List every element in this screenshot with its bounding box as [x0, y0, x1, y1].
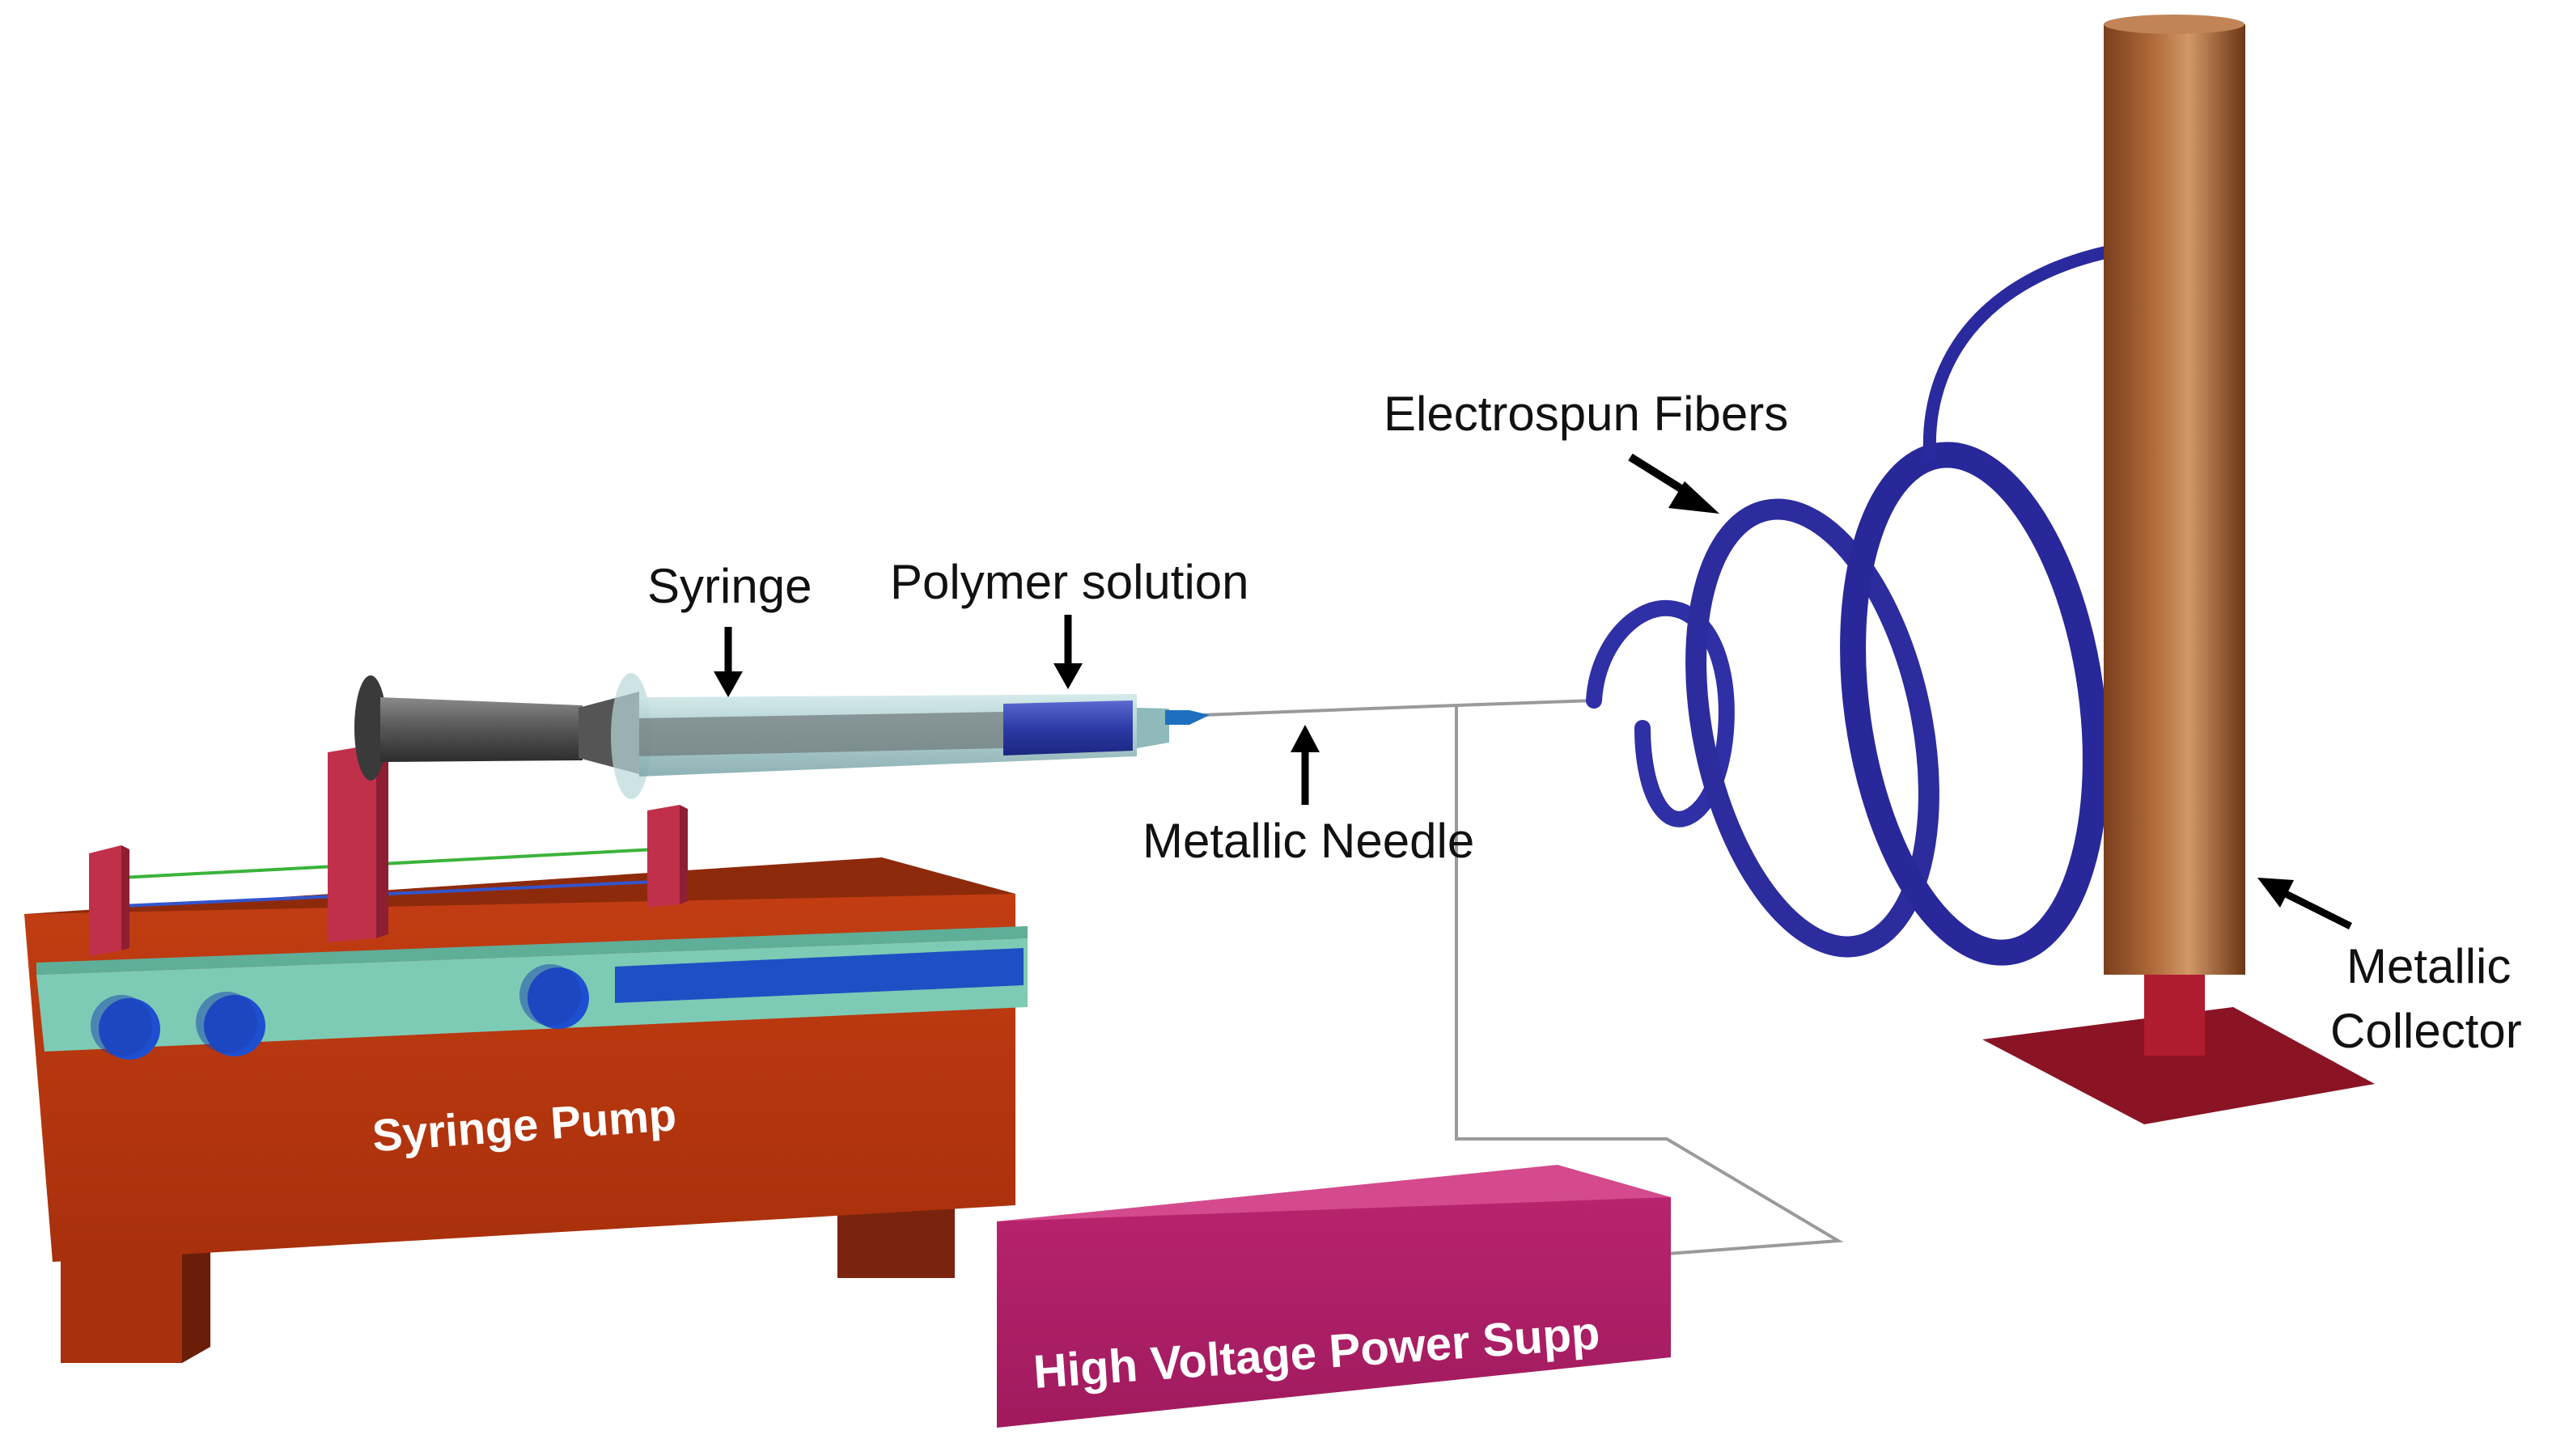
electrical-wires: [1201, 699, 1844, 1255]
pump-leg-left: [61, 1230, 182, 1363]
polymer-solution: [1003, 700, 1133, 756]
electrospun-fibers: [1586, 240, 2143, 966]
plunger-rod: [380, 697, 583, 762]
polymer-solution-label: Polymer solution: [890, 555, 1249, 609]
pump-slider-bar: [615, 948, 1024, 1003]
pump-bracket-middle-side: [376, 744, 388, 938]
syringe-label: Syringe: [647, 559, 812, 613]
pump-bracket-middle: [328, 744, 376, 942]
fiber-coil-medium: [1685, 498, 1939, 958]
metallic-collector-label-line1: Metallic: [2346, 939, 2511, 993]
plunger-inner: [639, 712, 1003, 756]
pump-knob-2: [196, 992, 265, 1056]
pump-bracket-right-side: [680, 805, 688, 904]
electrospun-fibers-label: Electrospun Fibers: [1384, 387, 1788, 441]
pump-bracket-left-side: [121, 845, 129, 950]
fiber-to-collector: [1922, 240, 2143, 459]
wire-needle-to-fiber: [1201, 699, 1595, 717]
metallic-needle-arrow: [1291, 725, 1320, 805]
pump-strip-top: [36, 926, 1028, 975]
fiber-coil-small: [1586, 599, 1735, 827]
power-supply: High Voltage Power Supp: [997, 1165, 1671, 1428]
plunger-flange: [354, 675, 387, 781]
polymer-solution-arrow: [1053, 615, 1083, 689]
metallic-collector-label-line2: Collector: [2330, 1004, 2522, 1058]
syringe: [354, 673, 1210, 799]
annotation-arrows: [714, 453, 2353, 930]
metallic-needle-label: Metallic Needle: [1142, 814, 1474, 868]
collector-post: [2144, 967, 2205, 1056]
metallic-collector-arrow: [2257, 878, 2353, 930]
wire-to-power-supply: [1455, 705, 1844, 1255]
metallic-collector: [1982, 15, 2375, 1124]
fiber-coil-large: [1840, 442, 2109, 966]
pump-bracket-left: [89, 845, 121, 956]
syringe-tip: [1137, 708, 1169, 748]
collector-cylinder: [2104, 24, 2245, 975]
syringe-arrow: [714, 627, 743, 697]
collector-base: [1982, 1007, 2375, 1124]
power-supply-front: [997, 1197, 1671, 1428]
text-labels: Syringe Polymer solution Metallic Needle…: [647, 387, 2522, 1058]
collector-cylinder-top: [2104, 15, 2244, 34]
pump-bracket-right: [647, 805, 680, 908]
metallic-needle: [1165, 710, 1210, 725]
electrospun-fibers-arrow: [1628, 453, 1719, 514]
pump-knob-3: [519, 964, 589, 1029]
syringe-pump: Syringe Pump: [24, 744, 1028, 1363]
pump-knob-1: [91, 995, 160, 1060]
